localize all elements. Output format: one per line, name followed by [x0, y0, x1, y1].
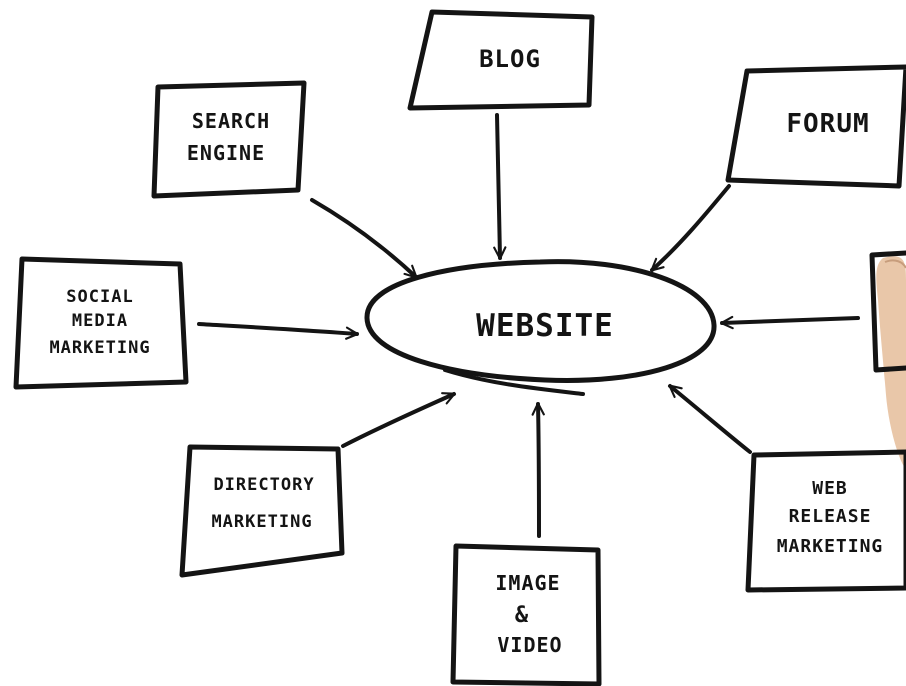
social-media-marketing-label-line3: MARKETING	[49, 338, 150, 358]
arrow-image-video-to-website	[531, 402, 545, 538]
node-partial-right	[869, 250, 906, 373]
node-blog: BLOG	[407, 9, 595, 111]
image-video-label-line3: VIDEO	[497, 633, 562, 657]
arrow-blog-to-website	[493, 113, 507, 260]
web-release-marketing-label-line1: WEB	[812, 478, 848, 499]
social-media-marketing-label-line2: MEDIA	[72, 311, 128, 331]
search-engine-label-line2: ENGINE	[187, 141, 265, 165]
center-label: WEBSITE	[476, 308, 614, 344]
image-video-label-line2: &	[515, 603, 529, 628]
directory-marketing-label-line1: DIRECTORY	[213, 475, 314, 495]
image-video-label-line1: IMAGE	[495, 571, 560, 595]
web-release-marketing-label-line2: RELEASE	[789, 506, 872, 527]
hand-image	[876, 256, 906, 470]
arrow-web-release-to-website	[668, 384, 752, 454]
forum-label: FORUM	[786, 109, 869, 139]
blog-label: BLOG	[479, 45, 541, 73]
arrow-social-media-to-website	[197, 322, 359, 340]
arrow-forum-to-website	[650, 184, 731, 272]
directory-marketing-label-line2: MARKETING	[211, 512, 312, 532]
search-engine-label-line1: SEARCH	[192, 109, 270, 133]
web-release-marketing-label-line3: MARKETING	[777, 536, 884, 557]
node-forum: FORUM	[725, 64, 906, 189]
arrow-directory-to-website	[341, 392, 456, 448]
center-node-website: WEBSITE	[364, 259, 717, 396]
arrow-partial-box-to-website	[720, 315, 860, 330]
node-search-engine: SEARCH ENGINE	[151, 80, 307, 199]
node-web-release-marketing: WEB RELEASE MARKETING	[745, 449, 906, 593]
social-media-marketing-label-line1: SOCIAL	[66, 287, 133, 307]
node-social-media-marketing: SOCIAL MEDIA MARKETING	[13, 256, 189, 390]
arrow-search-engine-to-website	[310, 198, 418, 279]
node-directory-marketing: DIRECTORY MARKETING	[179, 444, 345, 578]
node-image-video: IMAGE & VIDEO	[450, 543, 602, 686]
